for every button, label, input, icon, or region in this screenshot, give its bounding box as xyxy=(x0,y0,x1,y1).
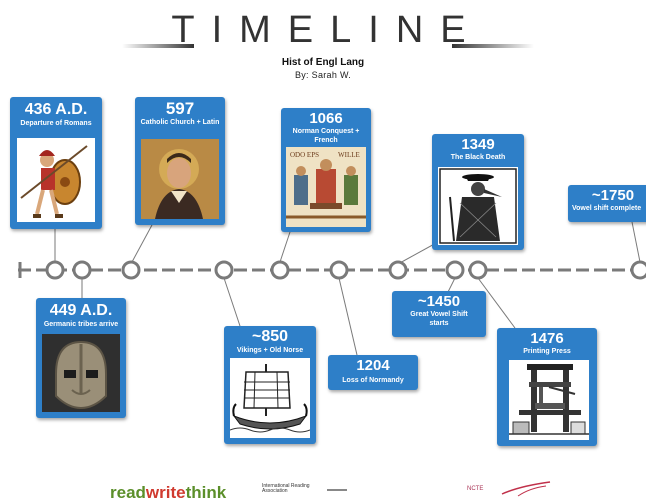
timeline-subtitle: Hist of Engl Lang xyxy=(281,57,365,68)
connector-1204 xyxy=(338,277,358,356)
connector-1349 xyxy=(397,241,439,265)
page-title: TIMELINE xyxy=(171,9,483,51)
event-year: 436 A.D. xyxy=(24,101,88,118)
event-label: Loss of Normandy xyxy=(342,377,404,384)
footer-divider xyxy=(327,489,347,491)
svg-text:WILLE: WILLE xyxy=(338,151,360,159)
event-year: ~1750 xyxy=(591,187,635,204)
event-year: 449 A.D. xyxy=(49,302,113,319)
event-label: Catholic Church + Latin xyxy=(140,119,220,126)
timeline-author: By: Sarah W. xyxy=(294,70,352,80)
event-label: The Black Death xyxy=(450,154,506,161)
event-label: Great Vowel Shift starts xyxy=(410,311,468,327)
event-card-1066[interactable]: 1066 Norman Conquest + French ODO EPS WI… xyxy=(281,108,371,232)
viking-ship-image xyxy=(230,358,310,438)
title-decor-line-right xyxy=(452,44,534,48)
node-850[interactable] xyxy=(214,260,234,280)
event-card-1476[interactable]: 1476 Printing Press xyxy=(497,328,597,446)
event-label: Printing Press xyxy=(523,348,571,355)
connector-597 xyxy=(131,224,153,263)
event-year: 1204 xyxy=(356,357,390,374)
node-1066[interactable] xyxy=(270,260,290,280)
bayeux-tapestry-image: ODO EPS WILLE xyxy=(286,147,366,227)
event-year: 1066 xyxy=(309,110,343,127)
event-label: Norman Conquest + French xyxy=(292,128,360,144)
partner-logo-text: International Reading Association xyxy=(262,483,310,494)
event-year: ~1450 xyxy=(417,293,461,310)
event-year: ~850 xyxy=(251,328,289,345)
node-1204[interactable] xyxy=(329,260,349,280)
node-1349[interactable] xyxy=(388,260,408,280)
event-label: Vikings + Old Norse xyxy=(236,347,304,354)
connector-1066 xyxy=(279,231,291,263)
event-card-449[interactable]: 449 A.D. Germanic tribes arrive xyxy=(36,298,126,418)
event-year: 597 xyxy=(165,99,195,118)
node-1750[interactable] xyxy=(630,260,646,280)
page-header: TIMELINE Hist of Engl Lang By: Sarah W. xyxy=(0,0,646,80)
connector-1750 xyxy=(631,221,641,263)
svg-text:ODO EPS: ODO EPS xyxy=(290,151,319,159)
node-597[interactable] xyxy=(121,260,141,280)
node-436[interactable] xyxy=(45,260,65,280)
saxon-helmet-image xyxy=(42,334,120,412)
event-year: 1349 xyxy=(461,136,495,153)
printing-press-image xyxy=(509,360,589,440)
event-label: Departure of Romans xyxy=(20,120,92,127)
ncte-logo: NCTE xyxy=(467,486,484,492)
event-card-436[interactable]: 436 A.D. Departure of Romans xyxy=(10,97,102,229)
event-card-1349[interactable]: 1349 The Black Death xyxy=(432,134,524,250)
event-card-1750[interactable]: ~1750 Vowel shift complete xyxy=(568,185,646,222)
connector-1476 xyxy=(477,277,516,329)
event-year: 1476 xyxy=(530,330,564,347)
connector-1450 xyxy=(447,277,456,293)
event-card-597[interactable]: 597 Catholic Church + Latin xyxy=(135,97,225,225)
monk-painting-image xyxy=(141,139,219,219)
event-card-1204[interactable]: 1204 Loss of Normandy xyxy=(328,355,418,390)
plague-doctor-image xyxy=(438,167,518,245)
readwritethink-logo[interactable]: readwritethink xyxy=(110,483,227,502)
event-label: Vowel shift complete xyxy=(572,205,642,212)
event-card-850[interactable]: ~850 Vikings + Old Norse xyxy=(224,326,316,444)
node-449[interactable] xyxy=(72,260,92,280)
ncte-swoosh-icon xyxy=(501,481,551,497)
roman-soldier-image xyxy=(17,138,95,222)
node-1476[interactable] xyxy=(468,260,488,280)
event-label: Germanic tribes arrive xyxy=(43,321,119,328)
event-card-1450[interactable]: ~1450 Great Vowel Shift starts xyxy=(392,291,486,337)
title-decor-line-left xyxy=(122,44,194,48)
node-1450[interactable] xyxy=(445,260,465,280)
connector-850 xyxy=(223,277,241,327)
